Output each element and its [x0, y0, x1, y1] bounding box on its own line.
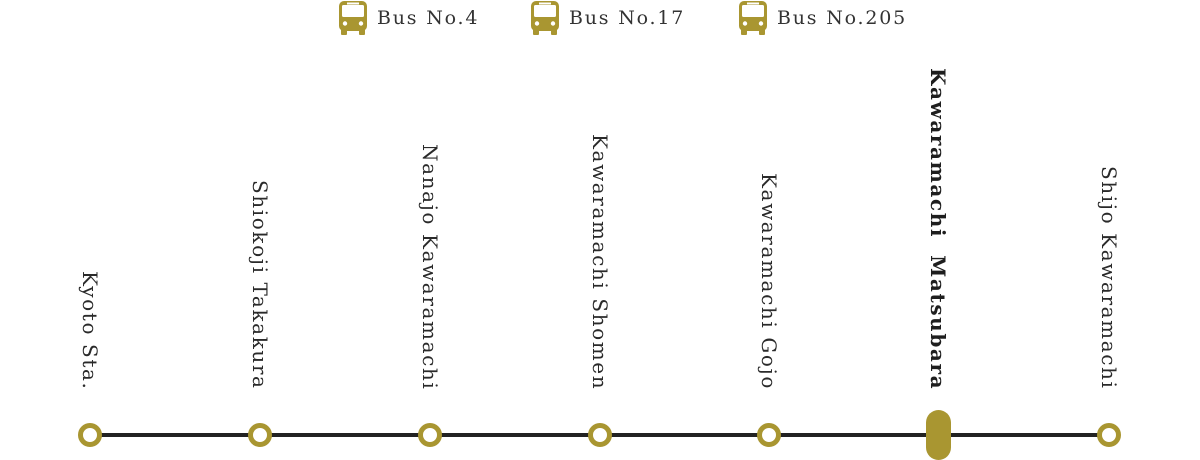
bus-icon — [339, 1, 367, 35]
bus-label: Bus No.205 — [777, 7, 908, 29]
current-station-marker — [926, 410, 951, 460]
bus-label: Bus No.4 — [377, 7, 480, 29]
station-marker — [78, 423, 102, 447]
station-label-nanajo-kawaramachi: Nanajo Kawaramachi — [417, 50, 443, 390]
station-label-kawaramachi-shomen: Kawaramachi Shomen — [587, 50, 613, 390]
station-name: Kawaramachi Gojo — [757, 173, 781, 390]
station-label-kawaramachi-gojo: Kawaramachi Gojo — [756, 50, 782, 390]
station-marker — [418, 423, 442, 447]
bus-legend-item-17: Bus No.17 — [530, 1, 685, 35]
station-label-kawaramachi-matsubara: Kawaramachi Matsubara — [925, 50, 951, 390]
station-marker — [588, 423, 612, 447]
station-name: Shiokoji Takakura — [248, 180, 272, 390]
station-name: Nanajo Kawaramachi — [418, 143, 442, 390]
bus-legend: Bus No.4 Bus No.17 Bus No.205 — [0, 0, 1200, 40]
bus-icon — [531, 1, 559, 35]
bus-label: Bus No.17 — [569, 7, 686, 29]
station-marker — [757, 423, 781, 447]
station-marker — [1097, 423, 1121, 447]
bus-icon — [739, 1, 767, 35]
bus-legend-item-4: Bus No.4 — [338, 1, 479, 35]
station-label-kyoto-sta: Kyoto Sta. — [77, 50, 103, 390]
station-name: Kawaramachi Shomen — [588, 133, 612, 390]
bus-legend-item-205: Bus No.205 — [738, 1, 907, 35]
station-name: Shijo Kawaramachi — [1097, 166, 1121, 390]
station-label-shiokoji-takakura: Shiokoji Takakura — [247, 50, 273, 390]
station-label-shijo-kawaramachi: Shijo Kawaramachi — [1096, 50, 1122, 390]
station-marker — [248, 423, 272, 447]
station-name: Kyoto Sta. — [78, 270, 102, 390]
station-name: Kawaramachi Matsubara — [926, 67, 950, 390]
